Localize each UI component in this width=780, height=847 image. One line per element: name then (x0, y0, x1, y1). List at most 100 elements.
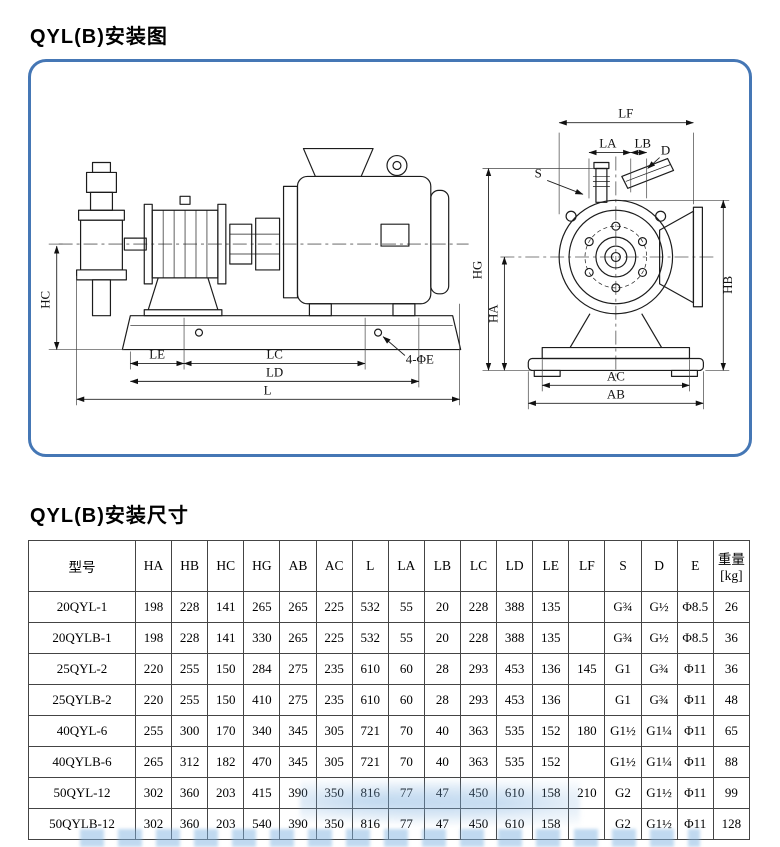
value-cell: 158 (532, 777, 570, 809)
front-view-dimensions: LF LA LB D S HG HA HB AC (470, 106, 735, 410)
value-cell: 293 (459, 684, 498, 716)
model-cell: 50QYL-12 (28, 777, 136, 809)
value-cell: 255 (171, 653, 209, 685)
value-cell: 228 (171, 622, 209, 654)
value-cell: 135 (532, 591, 570, 623)
value-cell: 55 (387, 622, 425, 654)
value-cell: 470 (243, 746, 281, 778)
value-cell: 145 (568, 653, 606, 685)
value-cell: G¾ (640, 684, 678, 716)
value-cell: 20 (423, 622, 461, 654)
value-cell: G1¼ (640, 746, 678, 778)
value-cell: 235 (315, 684, 353, 716)
column-header-5: AB (279, 540, 317, 592)
value-cell: 70 (387, 715, 425, 747)
value-cell: 302 (134, 808, 173, 840)
value-cell: G2 (604, 808, 642, 840)
value-cell: 36 (712, 622, 751, 654)
column-header-15: D (640, 540, 678, 592)
value-cell: 265 (134, 746, 173, 778)
column-header-7: L (351, 540, 389, 592)
value-cell: 350 (315, 777, 353, 809)
value-cell: 610 (496, 808, 534, 840)
value-cell: 535 (496, 746, 534, 778)
value-cell: 345 (279, 715, 317, 747)
installation-drawing-box: LE LC LD L 4-ΦE HC (28, 59, 752, 457)
value-cell: 721 (351, 746, 389, 778)
value-cell: 390 (279, 808, 317, 840)
value-cell: 40 (423, 715, 461, 747)
value-cell: 65 (712, 715, 751, 747)
dim-label-hb: HB (720, 276, 735, 294)
value-cell (568, 591, 606, 623)
value-cell: 225 (315, 622, 353, 654)
model-cell: 20QYL-1 (28, 591, 136, 623)
value-cell: 340 (243, 715, 281, 747)
value-cell: 60 (387, 684, 425, 716)
value-cell: 388 (496, 622, 534, 654)
value-cell: 36 (712, 653, 751, 685)
value-cell: 210 (568, 777, 606, 809)
value-cell: 453 (496, 684, 534, 716)
value-cell: G1½ (640, 777, 678, 809)
value-cell: 220 (134, 684, 173, 716)
value-cell: 390 (279, 777, 317, 809)
dim-label-ac: AC (607, 368, 625, 383)
value-cell: 610 (496, 777, 534, 809)
value-cell: 141 (207, 591, 245, 623)
value-cell: G¾ (604, 622, 642, 654)
dim-label-lc: LC (266, 346, 283, 361)
front-view (500, 156, 714, 382)
value-cell: 816 (351, 777, 389, 809)
column-header-14: S (604, 540, 642, 592)
value-cell: 158 (532, 808, 570, 840)
value-cell: 284 (243, 653, 281, 685)
value-cell: 363 (459, 715, 498, 747)
value-cell (568, 746, 606, 778)
model-cell: 25QYLB-2 (28, 684, 136, 716)
value-cell: 180 (568, 715, 606, 747)
column-header-10: LC (459, 540, 498, 592)
dim-label-lb: LB (634, 136, 651, 151)
value-cell: G1½ (640, 808, 678, 840)
value-cell: 235 (315, 653, 353, 685)
installation-drawing: LE LC LD L 4-ΦE HC (38, 106, 735, 410)
dim-label-d: D (661, 143, 670, 158)
table-title: QYL(B)安装尺寸 (30, 505, 189, 527)
column-header-4: HG (243, 540, 281, 592)
model-cell: 40QYL-6 (28, 715, 136, 747)
dim-label-la: LA (599, 136, 617, 151)
value-cell: 293 (459, 653, 498, 685)
value-cell: 28 (423, 684, 461, 716)
side-view (58, 147, 469, 351)
value-cell: G½ (640, 591, 678, 623)
value-cell: Φ11 (676, 777, 714, 809)
value-cell: 99 (712, 777, 751, 809)
value-cell: 228 (459, 622, 498, 654)
value-cell (568, 622, 606, 654)
model-cell: 20QYLB-1 (28, 622, 136, 654)
value-cell: 312 (171, 746, 209, 778)
value-cell: 816 (351, 808, 389, 840)
value-cell: 275 (279, 653, 317, 685)
value-cell: 182 (207, 746, 245, 778)
column-header-9: LB (423, 540, 461, 592)
value-cell: 152 (532, 715, 570, 747)
value-cell: 453 (496, 653, 534, 685)
dim-label-lf: LF (618, 106, 633, 121)
value-cell: 255 (134, 715, 173, 747)
value-cell: 48 (712, 684, 751, 716)
value-cell: 70 (387, 746, 425, 778)
dim-label-bolt-holes: 4-ΦE (406, 351, 434, 366)
value-cell: Φ11 (676, 684, 714, 716)
column-header-6: AC (315, 540, 353, 592)
side-view-dimensions: LE LC LD L 4-ΦE HC (38, 243, 461, 406)
value-cell: 88 (712, 746, 751, 778)
value-cell: 450 (459, 777, 498, 809)
value-cell: 302 (134, 777, 173, 809)
